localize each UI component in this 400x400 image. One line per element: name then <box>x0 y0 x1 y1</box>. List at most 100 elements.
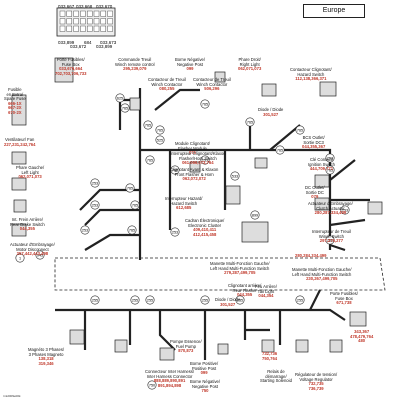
wire-ref-circle <box>200 155 210 165</box>
connector-pin <box>93 25 100 32</box>
wire-ref-circle <box>130 200 140 210</box>
component-part-refs: 033,676,664 702,703,706,733 <box>55 66 87 76</box>
component-part-refs: 062,071,073 <box>238 66 262 72</box>
wire-ref-number: 253 <box>82 228 88 232</box>
component-part-refs: 044,355 <box>19 226 35 232</box>
wire-ref-circle <box>275 145 285 155</box>
connector-pin <box>100 25 107 32</box>
wire-ref-circle <box>155 135 165 145</box>
component-name: Porte Fusibles/ Fuse Box <box>56 57 85 67</box>
wire-ref-circle <box>170 165 180 175</box>
connector-pin <box>93 18 100 25</box>
component-label: Manette Multi-Fonction Gauche/ Left Hand… <box>292 267 352 282</box>
component-sketches <box>11 57 383 361</box>
wire-ref-circle <box>155 125 165 135</box>
component-name: Module Clignotant/ Flasher Module <box>175 141 210 151</box>
component-part-refs: 295,239,079 <box>123 66 147 72</box>
component-label: Clignotant Avant & Klaxon Front Flasher … <box>170 167 218 182</box>
component-name: Magnéto 3 Phases/ 3 Phases Magneto <box>28 347 65 357</box>
component-name: Connecteur Inter Harness/ Inter Harness … <box>145 369 195 379</box>
wire-ref-number: 255 <box>147 298 153 302</box>
wire-ref-circle <box>235 295 245 305</box>
component-part-refs: 062,072,072 <box>182 176 206 182</box>
component-part-refs: 732,735 736,739 <box>308 381 324 391</box>
component-name: Interrupteur Hazard/ Hazard Switch <box>165 196 203 206</box>
component-name: Régulateur de tension/ Voltage Regulator <box>295 372 338 382</box>
connector-pin <box>100 18 107 25</box>
component-name: Clignotant arrière/ Rear Flasher <box>228 283 262 293</box>
connector-pin <box>73 25 79 32</box>
wire-ref-number: 765 <box>202 102 208 106</box>
connector-pin <box>59 10 66 17</box>
wire-ref-circle <box>200 295 210 305</box>
component-name: Actuateur d'Embrayage/ Clutch Actuator <box>308 201 353 211</box>
wire-ref-number: 1 <box>19 256 21 260</box>
component-label: Manette Multi-Fonction Gauche/ Left Hand… <box>210 261 270 276</box>
component-name: Borne Négative/ Negative Post <box>190 379 221 389</box>
component-part-refs: 506,296 <box>204 86 220 92</box>
connector-block <box>56 7 116 37</box>
wire-ref-number: 765 <box>145 123 151 127</box>
wire-ref-circle <box>90 295 100 305</box>
wire-ref-circle <box>130 295 140 305</box>
wire-ref-circle <box>145 295 155 305</box>
wire-ref-circle <box>120 103 130 113</box>
component-name: Diode / Diode <box>258 107 284 112</box>
wire-ref-number: 253 <box>92 203 98 207</box>
wire-ref-number: 255 <box>132 298 138 302</box>
component-name: Borne Positive/ Positive Post <box>190 361 219 371</box>
connector-ref: 684 <box>84 40 92 45</box>
component-part-refs: 750 <box>201 388 209 394</box>
component-part-refs: 138,318 319,346 <box>38 356 54 366</box>
wire-ref-circle <box>325 235 335 245</box>
wire-ref-number: 255 <box>202 298 208 302</box>
wire-ref-circle <box>15 253 25 263</box>
component-part-refs: 870,873 <box>178 348 194 354</box>
component-part-refs: 075 <box>188 150 196 156</box>
connector-pin <box>80 25 86 32</box>
component-part-refs: 099 <box>200 370 208 376</box>
component-part-refs: 230,267,499,705 <box>306 276 338 282</box>
connector-pin <box>66 18 73 25</box>
wire-ref-number: 255 <box>297 298 303 302</box>
component-part-refs: 612,685 <box>176 205 192 211</box>
drawing-code: rmt2009e00k <box>3 394 21 398</box>
component-part-refs: 279,287,499,705 <box>224 270 256 276</box>
region-label: Europe <box>303 4 365 18</box>
component-part-refs: 257,442,443,498 <box>16 251 49 257</box>
wire-ref-circle <box>35 250 45 260</box>
wire-ref-number: 255 <box>92 298 98 302</box>
wire-ref-number: 625 <box>117 96 123 100</box>
connector-ref: 033,670 <box>96 4 113 9</box>
connector-pin <box>80 18 86 25</box>
component-name: DC Outlet/ Sortie DC <box>305 185 325 195</box>
wire-ref-number: 255 <box>237 298 243 302</box>
wire-ref-circle <box>230 171 240 181</box>
component-name: Int. Frein Arrière/ Rear Brake Switch <box>10 217 45 227</box>
wire-ref-circle <box>115 93 125 103</box>
component-name: Pompe Essence/ Fuel Pump <box>170 339 202 349</box>
component-part-refs: 061,066,073,764 <box>182 160 214 166</box>
wire-ref-circle <box>147 380 157 390</box>
component-part-refs: 112,138,366,371 <box>295 76 327 82</box>
component-name: Contacteur de Treuil Winch Contactor <box>148 77 186 87</box>
wire-ref-number: 945 <box>37 253 43 257</box>
wire-ref-number: 765 <box>129 228 135 232</box>
connector-pin <box>80 10 86 17</box>
